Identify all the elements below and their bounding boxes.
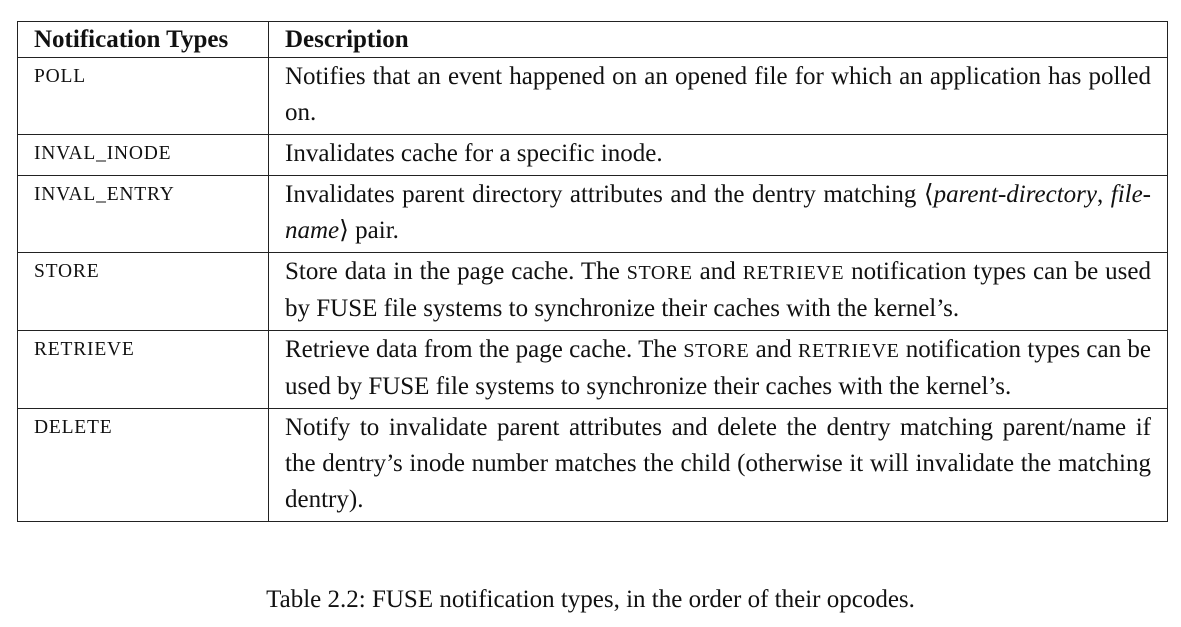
description-text: ⟩ pair. — [339, 217, 399, 244]
table-row: INVAL_ENTRY Invalidates parent directory… — [17, 175, 1168, 253]
type-cell: RETRIEVE — [17, 330, 269, 409]
description-smallcaps-text: RETRIEVE — [798, 340, 900, 362]
description-smallcaps-text: STORE — [683, 340, 750, 362]
description-text: notification types can be used by FUSE f… — [285, 336, 1151, 400]
table-row: INVAL_INODE Invalidates cache for a spec… — [17, 134, 1168, 176]
description-italic-text: file-name — [285, 181, 1152, 244]
type-cell: STORE — [17, 252, 269, 331]
description-text: , — [1097, 181, 1111, 208]
description-text: notification types can be used by FUSE f… — [285, 258, 1151, 322]
description-smallcaps-text: RETRIEVE — [742, 262, 845, 284]
table-row: RETRIEVE Retrieve data from the page cac… — [17, 330, 1168, 409]
table-row: STORE Store data in the page cache. The … — [17, 252, 1168, 331]
description-italic-text: parent-directory — [933, 181, 1097, 208]
description-smallcaps-text: STORE — [626, 262, 693, 284]
type-cell: DELETE — [17, 408, 269, 522]
notification-types-table: Notification Types Description POLL Noti… — [17, 21, 1168, 522]
type-cell: POLL — [17, 57, 269, 135]
type-cell: INVAL_ENTRY — [17, 175, 269, 253]
description-cell: Notifies that an event happened on an op… — [268, 57, 1168, 135]
table-header-row: Notification Types Description — [17, 21, 1168, 58]
type-cell: INVAL_INODE — [17, 134, 269, 176]
table-row: POLL Notifies that an event happened on … — [17, 57, 1168, 135]
description-cell: Retrieve data from the page cache. The S… — [268, 330, 1168, 409]
description-text: and — [749, 336, 799, 363]
description-text: and — [692, 258, 743, 285]
description-text: Retrieve data from the page cache. The — [285, 336, 684, 363]
description-text: Store data in the page cache. The — [285, 258, 627, 285]
header-description: Description — [268, 21, 1168, 58]
description-cell: Invalidates cache for a specific inode. — [268, 134, 1168, 176]
description-cell: Store data in the page cache. The STORE … — [268, 252, 1168, 331]
description-cell: Notify to invalidate parent attributes a… — [268, 408, 1168, 522]
description-cell: Invalidates parent directory attributes … — [268, 175, 1168, 253]
table-caption: Table 2.2: FUSE notification types, in t… — [266, 586, 915, 613]
table-row: DELETE Notify to invalidate parent attri… — [17, 408, 1168, 522]
description-text: Invalidates parent directory attributes … — [285, 181, 934, 208]
header-notification-types: Notification Types — [17, 21, 269, 58]
